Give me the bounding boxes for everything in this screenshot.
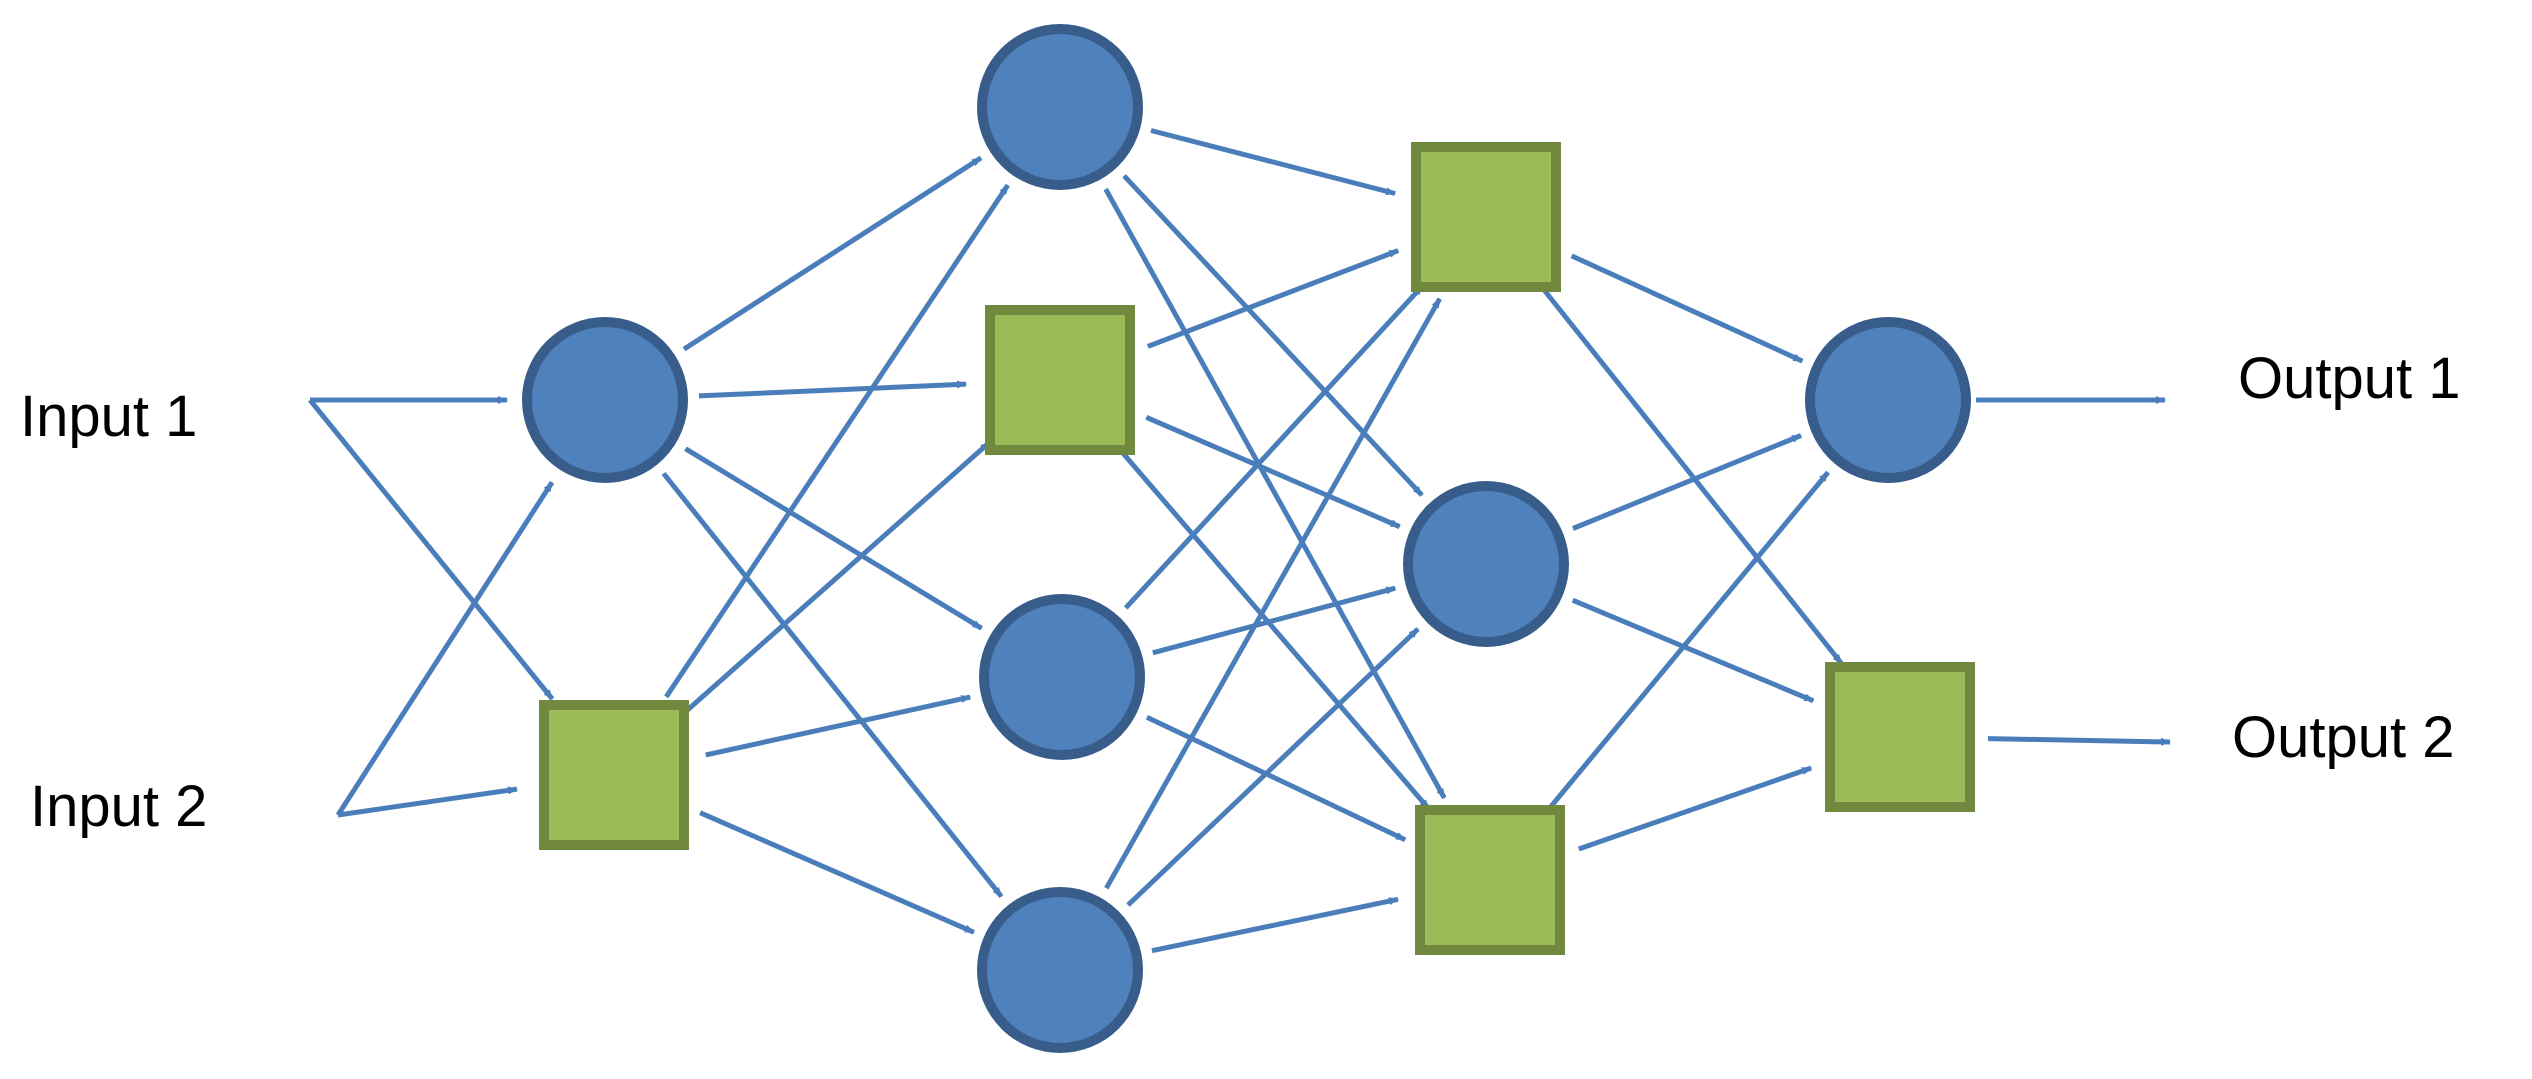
edge-1-0-to-2-1-arrow — [1122, 174, 1424, 497]
edge-1-0-to-2-2-arrow — [1103, 187, 1447, 800]
square-node-0-1 — [539, 700, 689, 850]
edge-2-0-to-3-0-arrow — [1570, 253, 1804, 364]
edge-0-0-to-1-1-arrow — [698, 380, 968, 399]
square-node-2-2 — [1415, 805, 1565, 955]
input-2-to-node-0-1-arrow — [337, 786, 518, 818]
edge-2-1-to-3-0-arrow — [1572, 433, 1802, 531]
connection-arrows — [308, 128, 2171, 954]
edge-2-2-to-3-1-arrow — [1577, 765, 1813, 852]
square-node-1-1 — [985, 305, 1135, 455]
circle-node-1-2 — [979, 594, 1145, 760]
edge-0-1-to-1-2-arrow — [705, 694, 972, 758]
edge-0-0-to-1-3-arrow — [661, 471, 1004, 899]
edge-0-1-to-1-0-arrow — [664, 183, 1010, 699]
edge-1-2-to-2-0-arrow — [1123, 284, 1425, 610]
input-1-label: Input 1 — [20, 384, 197, 449]
edge-2-2-to-3-0-arrow — [1548, 470, 1830, 810]
edge-1-1-to-2-2-arrow — [1119, 449, 1431, 811]
output-2-label: Output 2 — [2232, 705, 2454, 770]
circle-node-1-3 — [977, 887, 1143, 1053]
edge-0-0-to-1-0-arrow — [682, 155, 983, 352]
input-2-to-node-0-0-arrow — [335, 481, 555, 817]
input-1-to-node-0-1-arrow — [308, 398, 555, 701]
edge-0-1-to-1-1-arrow — [682, 440, 992, 715]
input-2-label: Input 2 — [30, 774, 207, 839]
square-node-3-1 — [1825, 662, 1975, 812]
network-nodes — [522, 24, 1975, 1053]
edge-2-1-to-3-1-arrow — [1571, 597, 1815, 704]
circle-node-2-1 — [1403, 481, 1569, 647]
edge-1-0-to-2-0-arrow — [1150, 128, 1396, 196]
circle-node-3-0 — [1805, 317, 1971, 483]
edge-1-3-to-2-0-arrow — [1104, 297, 1442, 890]
output-1-label: Output 1 — [2238, 346, 2460, 411]
edge-1-1-to-2-0-arrow — [1146, 248, 1400, 349]
square-node-2-0 — [1411, 142, 1561, 292]
edge-1-3-to-2-2-arrow — [1151, 896, 1399, 954]
edge-0-0-to-1-2-arrow — [684, 446, 983, 631]
output-2-arrow — [1987, 736, 2171, 746]
edge-0-1-to-1-3-arrow — [699, 810, 975, 935]
edge-1-3-to-2-1-arrow — [1126, 627, 1420, 907]
edge-1-1-to-2-1-arrow — [1145, 415, 1401, 529]
edge-1-2-to-2-1-arrow — [1152, 585, 1397, 656]
circle-node-0-0 — [522, 317, 688, 483]
circle-node-1-0 — [977, 24, 1143, 190]
